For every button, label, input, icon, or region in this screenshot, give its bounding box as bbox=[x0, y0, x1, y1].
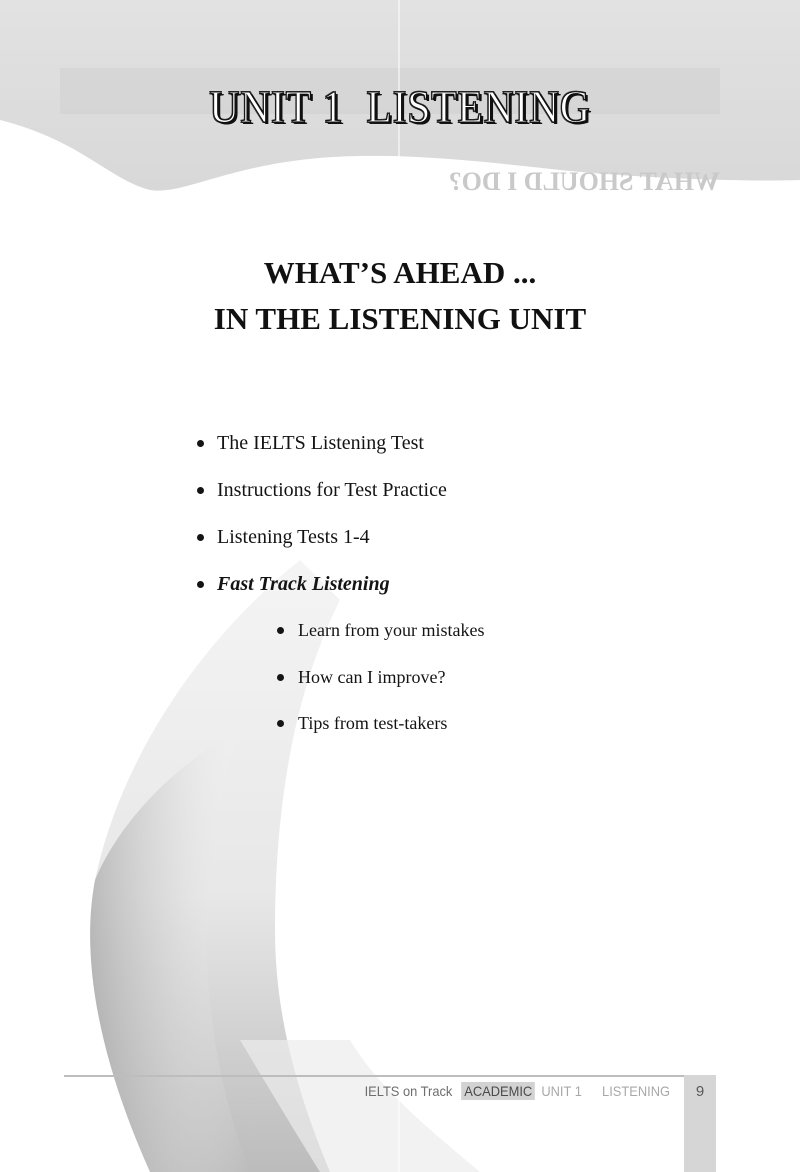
fast-track-sublist: Learn from your mistakes How can I impro… bbox=[275, 615, 484, 755]
bullet-icon bbox=[197, 487, 204, 494]
heading-line-1: WHAT’S AHEAD ... bbox=[263, 255, 537, 290]
page-heading: WHAT’S AHEAD ... IN THE LISTENING UNIT bbox=[0, 250, 800, 342]
book-title: IELTS on Track bbox=[364, 1083, 453, 1099]
bullet-icon bbox=[277, 673, 284, 681]
bullet-icon bbox=[197, 581, 204, 588]
bullet-icon bbox=[197, 534, 204, 541]
bullet-icon bbox=[277, 720, 284, 727]
list-item: Listening Tests 1-4 bbox=[195, 522, 447, 569]
list-item-label: Instructions for Test Practice bbox=[217, 479, 447, 501]
list-item-label: Listening Tests 1-4 bbox=[217, 526, 370, 548]
footer-divider bbox=[64, 1075, 684, 1077]
list-item-fast-track: Fast Track Listening bbox=[195, 569, 447, 616]
running-footer: IELTS on Track ACADEMIC UNIT 1 LISTENING bbox=[364, 1082, 670, 1100]
page-number: 9 bbox=[695, 1083, 705, 1100]
list-item: The IELTS Listening Test bbox=[195, 428, 447, 475]
list-item-label: Fast Track Listening bbox=[217, 573, 390, 595]
bullet-icon bbox=[197, 440, 204, 447]
svg-text:WHAT SHOULD I DO?: WHAT SHOULD I DO? bbox=[449, 167, 720, 196]
list-item-label: The IELTS Listening Test bbox=[217, 432, 424, 454]
footer-unit: UNIT 1 bbox=[541, 1083, 582, 1099]
edition-badge: ACADEMIC bbox=[461, 1082, 535, 1100]
sub-list-item: How can I improve? bbox=[275, 662, 484, 709]
sub-list-item-label: Learn from your mistakes bbox=[298, 620, 485, 640]
sub-list-item-label: How can I improve? bbox=[298, 666, 446, 687]
footer-section: LISTENING bbox=[602, 1083, 670, 1099]
list-item: Instructions for Test Practice bbox=[195, 475, 447, 522]
contents-list: The IELTS Listening Test Instructions fo… bbox=[195, 428, 447, 616]
sub-list-item-label: Tips from test-takers bbox=[298, 713, 448, 733]
sub-list-item: Learn from your mistakes bbox=[275, 615, 484, 662]
page-footer: IELTS on Track ACADEMIC UNIT 1 LISTENING… bbox=[0, 1075, 800, 1172]
bullet-icon bbox=[277, 627, 284, 634]
heading-line-2: IN THE LISTENING UNIT bbox=[213, 301, 587, 336]
page-number-tab: 9 bbox=[684, 1075, 716, 1172]
sub-list-item: Tips from test-takers bbox=[275, 708, 484, 755]
unit-title-banner: UNIT 1 LISTENING bbox=[209, 81, 591, 133]
